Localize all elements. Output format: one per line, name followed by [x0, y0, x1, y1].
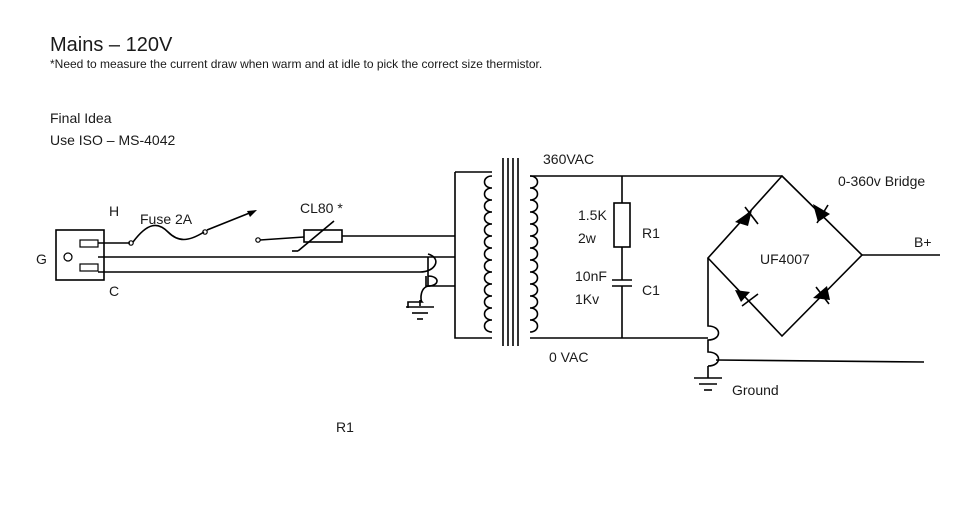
plan-line-1: Final Idea: [50, 110, 112, 126]
r1-watts-label: 2w: [578, 230, 597, 246]
page-note: *Need to measure the current draw when w…: [50, 57, 542, 71]
thermistor-icon: [292, 220, 455, 252]
r1-name-label: R1: [642, 225, 660, 241]
capacitor-c1-icon: [612, 279, 632, 338]
secondary-hi-label: 360VAC: [543, 151, 594, 167]
bridge-rectifier-icon: [706, 174, 864, 338]
page-title: Mains – 120V: [50, 34, 173, 56]
bridge-title-label: 0-360v Bridge: [838, 173, 925, 189]
hot-label: H: [109, 203, 119, 219]
common-wire-crossover: [98, 253, 455, 287]
plan-line-2: Use ISO – MS-4042: [50, 132, 175, 148]
ground-icon-right: [694, 366, 722, 391]
ground-icon-left: [406, 285, 434, 320]
ground-rail: [715, 359, 925, 363]
outlet-icon: [55, 229, 105, 281]
secondary-lo-label: 0 VAC: [549, 349, 588, 365]
common-label: C: [109, 283, 119, 299]
b-plus-label: B+: [914, 234, 932, 250]
fuse-label: Fuse 2A: [140, 211, 193, 227]
ground-label: Ground: [732, 382, 779, 398]
thermistor-label: CL80 *: [300, 200, 343, 216]
c1-value-label: 10nF: [575, 268, 607, 284]
c1-volts-label: 1Kv: [575, 291, 599, 307]
fuse-icon: [98, 224, 208, 246]
r1-value-label: 1.5K: [578, 207, 607, 223]
resistor-r1-icon: [613, 176, 631, 280]
ground-pin-label: G: [36, 251, 47, 267]
primary-leads: [454, 171, 492, 339]
c1-name-label: C1: [642, 282, 660, 298]
stray-r1-label: R1: [336, 419, 354, 435]
switch-icon: [206, 210, 305, 243]
transformer-icon: [483, 158, 539, 346]
diode-label: UF4007: [760, 251, 810, 267]
bridge-negative-wire: [707, 258, 720, 367]
